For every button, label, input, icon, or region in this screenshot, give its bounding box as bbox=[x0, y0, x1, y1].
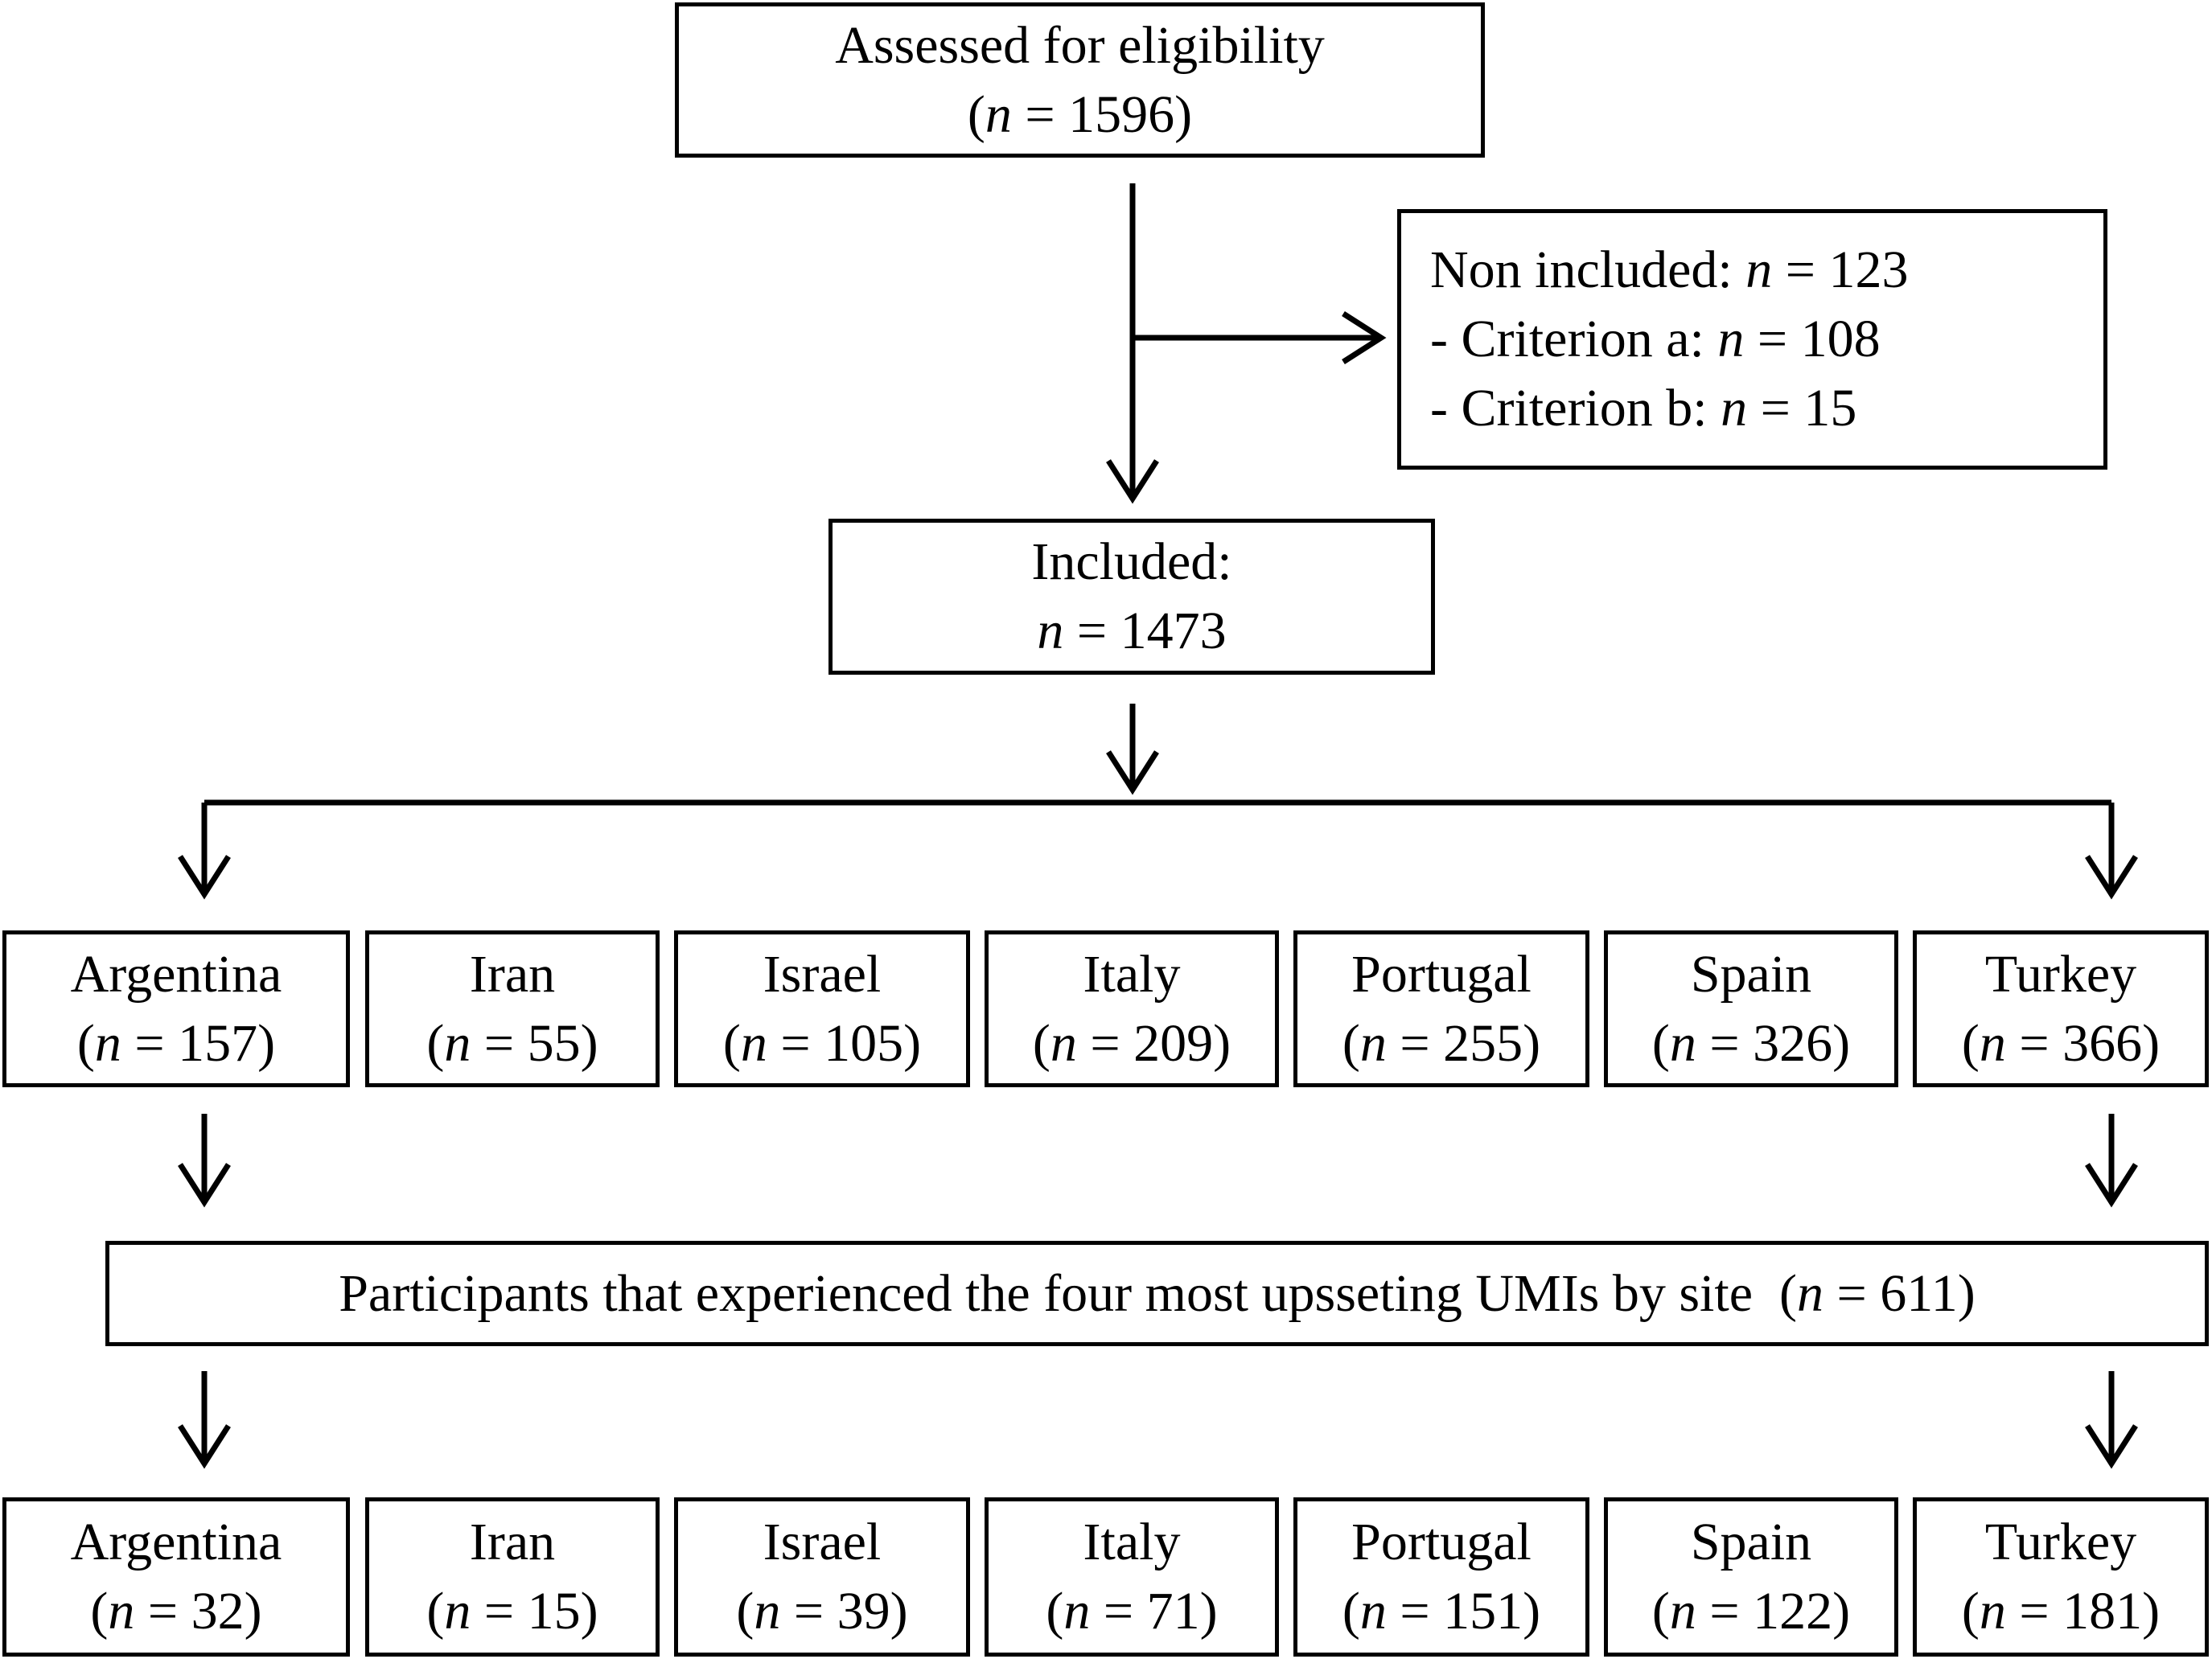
site-name: Italy bbox=[1083, 1513, 1181, 1572]
site-name: Argentina bbox=[70, 944, 282, 1004]
site-name: Spain bbox=[1690, 944, 1812, 1004]
arrowhead-argentina bbox=[178, 855, 231, 900]
site-count: (n = 326) bbox=[1651, 1013, 1851, 1073]
site-name: Italy bbox=[1083, 944, 1181, 1004]
umi-site-box-iran: Iran (n = 15) bbox=[365, 1497, 660, 1657]
site-box-turkey: Turkey (n = 366) bbox=[1913, 930, 2209, 1087]
site-name: Israel bbox=[763, 944, 882, 1004]
site-count: (n = 209) bbox=[1032, 1013, 1231, 1073]
participants-box: Participants that experienced the four m… bbox=[105, 1241, 2209, 1346]
site-name: Turkey bbox=[1984, 1513, 2137, 1572]
site-name: Turkey bbox=[1984, 944, 2137, 1004]
excluded-criterion-a: - Criterion a: n = 108 bbox=[1430, 310, 1881, 369]
umi-site-box-italy: Italy (n = 71) bbox=[985, 1497, 1279, 1657]
site-box-spain: Spain (n = 326) bbox=[1604, 930, 1898, 1087]
site-count: (n = 181) bbox=[1961, 1582, 2161, 1641]
site-count: (n = 105) bbox=[722, 1013, 922, 1073]
site-count: (n = 157) bbox=[76, 1013, 276, 1073]
umi-site-box-israel: Israel (n = 39) bbox=[674, 1497, 970, 1657]
site-count: (n = 151) bbox=[1342, 1582, 1541, 1641]
site-name: Iran bbox=[469, 1513, 556, 1572]
site-count: (n = 55) bbox=[426, 1013, 598, 1073]
assessed-count: (n = 1596) bbox=[967, 84, 1193, 144]
excluded-total: Non included: n = 123 bbox=[1430, 240, 1909, 300]
site-count: (n = 71) bbox=[1046, 1582, 1218, 1641]
assessed-box: Assessed for eligibility (n = 1596) bbox=[675, 2, 1485, 158]
site-name: Portugal bbox=[1351, 1513, 1532, 1572]
umi-site-box-portugal: Portugal (n = 151) bbox=[1293, 1497, 1589, 1657]
site-count: (n = 32) bbox=[90, 1582, 262, 1641]
excluded-criterion-b: - Criterion b: n = 15 bbox=[1430, 378, 1857, 437]
participants-label: Participants that experienced the four m… bbox=[339, 1263, 1976, 1323]
arrowhead-participants-right bbox=[2085, 1163, 2138, 1208]
site-name: Iran bbox=[469, 944, 556, 1004]
site-name: Argentina bbox=[70, 1513, 282, 1572]
umi-site-box-argentina: Argentina (n = 32) bbox=[2, 1497, 350, 1657]
site-box-israel: Israel (n = 105) bbox=[674, 930, 970, 1087]
included-label: Included: bbox=[1031, 532, 1232, 592]
site-box-argentina: Argentina (n = 157) bbox=[2, 930, 350, 1087]
arrowhead-excluded bbox=[1342, 311, 1387, 364]
umi-site-box-turkey: Turkey (n = 181) bbox=[1913, 1497, 2209, 1657]
site-box-iran: Iran (n = 55) bbox=[365, 930, 660, 1087]
arrowhead-participants-left bbox=[178, 1163, 231, 1208]
site-count: (n = 39) bbox=[736, 1582, 908, 1641]
site-count: (n = 255) bbox=[1342, 1013, 1541, 1073]
arrowhead-umi-turkey bbox=[2085, 1424, 2138, 1469]
umi-site-box-spain: Spain (n = 122) bbox=[1604, 1497, 1898, 1657]
site-box-italy: Italy (n = 209) bbox=[985, 930, 1279, 1087]
site-name: Israel bbox=[763, 1513, 882, 1572]
site-name: Portugal bbox=[1351, 944, 1532, 1004]
site-count: (n = 122) bbox=[1651, 1582, 1851, 1641]
arrowhead-split bbox=[1106, 750, 1159, 795]
excluded-box: Non included: n = 123 - Criterion a: n =… bbox=[1397, 209, 2107, 470]
assessed-label: Assessed for eligibility bbox=[835, 15, 1325, 75]
arrowhead-umi-argentina bbox=[178, 1424, 231, 1469]
site-name: Spain bbox=[1690, 1513, 1812, 1572]
site-count: (n = 366) bbox=[1961, 1013, 2161, 1073]
included-count: n = 1473 bbox=[1037, 602, 1227, 660]
site-box-portugal: Portugal (n = 255) bbox=[1293, 930, 1589, 1087]
arrowhead-turkey bbox=[2085, 855, 2138, 900]
included-box: Included: n = 1473 bbox=[828, 519, 1435, 675]
arrowhead-included bbox=[1106, 459, 1159, 504]
site-count: (n = 15) bbox=[426, 1582, 598, 1641]
